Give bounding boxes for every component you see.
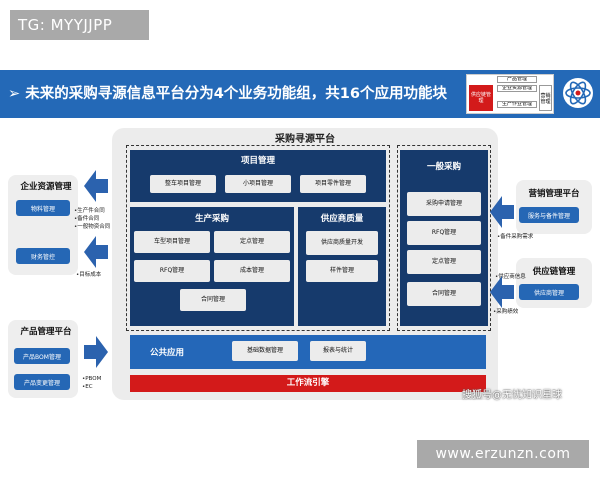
pdm-note: •PBOM — [82, 376, 102, 382]
supplier-quality-item[interactable]: 样件管理 — [306, 260, 378, 282]
thumb-marketing: 营销管理 — [539, 85, 552, 111]
marketing-note: •备件采购需求 — [497, 234, 534, 240]
arrow-left-icon — [84, 236, 108, 268]
watermark-text: 搜狐号@无忧知识星球 — [462, 390, 562, 401]
supplier-management-button[interactable]: 供应商管理 — [519, 284, 579, 300]
general-procurement-title: 一般采购 — [426, 162, 461, 172]
pdm-title: 产品管理平台 — [20, 327, 72, 337]
platform-title: 采购寻源平台 — [275, 134, 335, 145]
product-bom-button[interactable]: 产品BOM管理 — [14, 348, 70, 364]
marketing-title: 营销管理平台 — [528, 189, 580, 199]
production-item[interactable]: 合同管理 — [180, 289, 246, 311]
project-item[interactable]: 项目零件管理 — [300, 175, 366, 193]
project-management-title: 项目管理 — [240, 156, 275, 166]
public-applications-title: 公共应用 — [150, 348, 185, 358]
workflow-engine-bar: 工作流引擎 — [130, 375, 486, 392]
scm-title: 供应链管理 — [532, 267, 576, 277]
scm-note: •采购绩效 — [493, 309, 519, 315]
arrow-right-icon — [84, 336, 108, 368]
production-item[interactable]: 定点管理 — [214, 231, 290, 253]
scm-note: •供应商信息 — [495, 274, 526, 280]
erp-note: •备件合同 — [74, 216, 100, 222]
arrow-left-icon — [490, 196, 514, 228]
project-item[interactable]: 小项目管理 — [225, 175, 291, 193]
tag-label: TG: MYYJJPP — [10, 10, 149, 40]
atom-logo-icon — [563, 78, 593, 108]
erp-title: 企业资源管理 — [20, 182, 72, 192]
erp-note-target-cost: •目标成本 — [76, 272, 102, 278]
public-applications-section — [130, 335, 486, 369]
production-item[interactable]: RFQ管理 — [134, 260, 210, 282]
product-change-button[interactable]: 产品变更管理 — [14, 374, 70, 390]
thumb-product: 产品管理 — [497, 76, 537, 83]
production-procurement-title: 生产采购 — [194, 214, 229, 224]
project-item[interactable]: 整车项目管理 — [150, 175, 216, 193]
erp-note: •生产件合同 — [74, 208, 105, 214]
production-item[interactable]: 车型项目管理 — [134, 231, 210, 253]
thumb-production: 生产作业管理 — [497, 101, 537, 108]
supplier-quality-item[interactable]: 供应商质量开发 — [306, 231, 378, 255]
site-url-label: www.erzunzn.com — [417, 440, 589, 468]
dashed-group-left — [126, 145, 390, 331]
arrow-left-icon — [84, 170, 108, 202]
production-item[interactable]: 成本管理 — [214, 260, 290, 282]
arrow-left-icon — [490, 276, 514, 308]
general-item[interactable]: 定点管理 — [407, 250, 481, 274]
thumbnail-diagram: 产品管理 企业资源管理 供应链管理 生产作业管理 营销管理 — [466, 74, 554, 114]
public-item[interactable]: 基础数据管理 — [232, 341, 298, 361]
banner-title: ➢ 未来的采购寻源信息平台分为4个业务功能组，共16个应用功能块 — [8, 86, 447, 102]
pdm-note: •EC — [82, 384, 93, 390]
erp-note: •一般物资合同 — [74, 224, 111, 230]
thumb-erp: 企业资源管理 — [497, 85, 537, 92]
general-item[interactable]: RFQ管理 — [407, 221, 481, 245]
service-parts-button[interactable]: 服务与备件管理 — [519, 207, 579, 223]
thumb-scm: 供应链管理 — [469, 85, 493, 111]
general-item[interactable]: 采购申请管理 — [407, 192, 481, 216]
dashed-group-right — [397, 145, 491, 331]
supplier-quality-title: 供应商质量 — [320, 214, 364, 224]
material-management-button[interactable]: 物料管理 — [16, 200, 70, 216]
public-item[interactable]: 报表与统计 — [310, 341, 366, 361]
finance-control-button[interactable]: 财务管控 — [16, 248, 70, 264]
general-item[interactable]: 合同管理 — [407, 282, 481, 306]
